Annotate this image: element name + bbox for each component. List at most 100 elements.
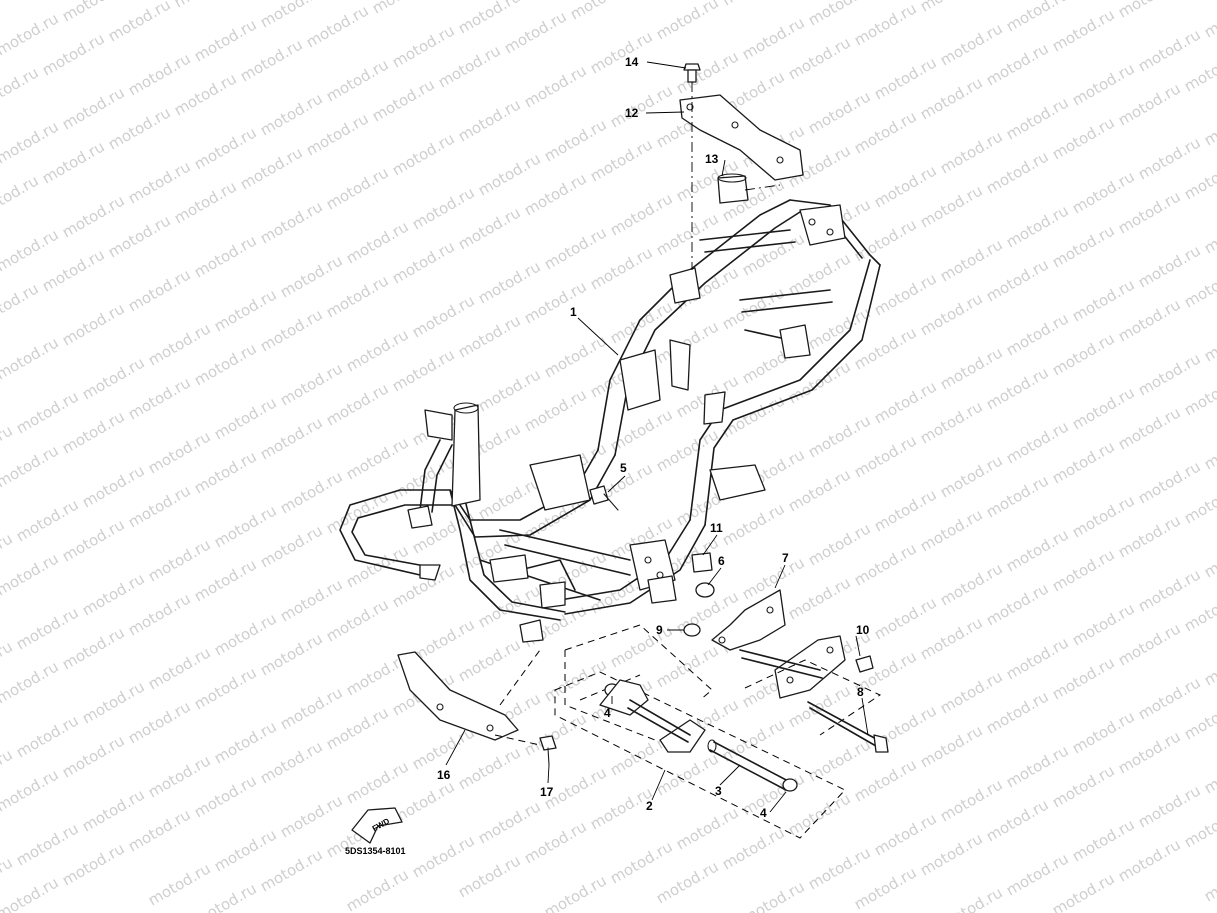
watermark-text: motod.ru	[871, 269, 940, 319]
watermark-text: motod.ru	[79, 353, 148, 403]
watermark-text: motod.ru	[343, 541, 412, 591]
watermark-text: motod.ru	[1003, 633, 1072, 683]
watermark-text: motod.ru	[475, 149, 544, 199]
watermark-text: motod.ru	[917, 181, 986, 231]
watermark-text: motod.ru	[257, 737, 326, 787]
watermark-text: motod.ru	[1201, 855, 1217, 905]
watermark-text: motod.ru	[1201, 207, 1217, 257]
watermark-text: motod.ru	[785, 465, 854, 515]
watermark-text: motod.ru	[1135, 133, 1204, 183]
watermark-text: motod.ru	[541, 871, 610, 913]
watermark-text: motod.ru	[475, 257, 544, 307]
watermark-text: motod.ru	[145, 535, 214, 585]
watermark-text: motod.ru	[1181, 261, 1217, 311]
watermark-text: motod.ru	[1049, 869, 1118, 913]
watermark-text: motod.ru	[59, 83, 128, 133]
watermark-text: motod.ru	[171, 0, 240, 11]
watermark-text: motod.ru	[541, 223, 610, 273]
watermark-text: motod.ru	[79, 677, 148, 727]
watermark-text: motod.ru	[211, 717, 280, 767]
watermark-text: motod.ru	[587, 27, 656, 77]
watermark-text: motod.ru	[653, 641, 722, 691]
watermark-text: motod.ru	[1201, 423, 1217, 473]
watermark-text: motod.ru	[191, 771, 260, 821]
watermark-text: motod.ru	[1049, 761, 1118, 811]
callout-4-top: 4	[604, 706, 611, 720]
watermark-text: motod.ru	[343, 757, 412, 807]
watermark-text: motod.ru	[1115, 295, 1184, 345]
watermark-text: motod.ru	[541, 331, 610, 381]
watermark-text: motod.ru	[501, 7, 570, 57]
watermark-text: motod.ru	[171, 177, 240, 227]
main-frame	[339, 199, 881, 643]
watermark-text: motod.ru	[521, 169, 590, 219]
watermark-text: motod.ru	[805, 843, 874, 893]
watermark-text: motod.ru	[125, 157, 194, 207]
watermark-text: motod.ru	[125, 265, 194, 315]
watermark-text: motod.ru	[455, 635, 524, 685]
callout-9: 9	[656, 623, 663, 637]
watermark-text: motod.ru	[369, 0, 438, 17]
watermark-text: motod.ru	[1135, 241, 1204, 291]
callout-12: 12	[625, 106, 639, 120]
watermark-text: motod.ru	[59, 191, 128, 241]
watermark-text: motod.ru	[455, 743, 524, 793]
watermark-text: motod.ru	[277, 791, 346, 841]
watermark-text: motod.ru	[1003, 849, 1072, 899]
watermark-text: motod.ru	[435, 41, 504, 91]
watermark-text: motod.ru	[785, 789, 854, 839]
watermark-text: motod.ru	[1181, 693, 1217, 743]
watermark-text: motod.ru	[39, 245, 108, 295]
watermark-text: motod.ru	[607, 405, 676, 455]
watermark-text: motod.ru	[1181, 585, 1217, 635]
upper-bracket-assembly	[679, 63, 804, 270]
watermark-text: motod.ru	[521, 61, 590, 111]
watermark-text: motod.ru	[1181, 477, 1217, 527]
watermark-text: motod.ru	[719, 715, 788, 765]
watermark-text: motod.ru	[1135, 457, 1204, 507]
callout-7: 7	[782, 551, 789, 565]
watermark-text: motod.ru	[211, 825, 280, 875]
watermark-text: motod.ru	[673, 803, 742, 853]
callout-8: 8	[857, 685, 864, 699]
watermark-text: motod.ru	[105, 103, 174, 153]
watermark-text: motod.ru	[1135, 25, 1204, 75]
watermark-text: motod.ru	[1201, 531, 1217, 581]
watermark-text: motod.ru	[1201, 747, 1217, 797]
watermark-text: motod.ru	[1003, 417, 1072, 467]
watermark-text: motod.ru	[475, 365, 544, 415]
watermark-text: motod.ru	[257, 521, 326, 571]
watermark-text: motod.ru	[475, 797, 544, 847]
watermark-text: motod.ru	[277, 683, 346, 733]
watermark-text: motod.ru	[1181, 801, 1217, 851]
watermark-text: motod.ru	[145, 751, 214, 801]
watermark-text: motod.ru	[39, 137, 108, 187]
watermark-text: motod.ru	[1069, 167, 1138, 217]
watermark-text: motod.ru	[125, 805, 194, 855]
watermark-text: motod.ru	[917, 73, 986, 123]
watermark-text: motod.ru	[79, 461, 148, 511]
front-stay	[397, 649, 557, 766]
watermark-text: motod.ru	[0, 333, 62, 383]
watermark-text: motod.ru	[1181, 369, 1217, 419]
watermark-text: motod.ru	[13, 495, 82, 545]
watermark-text: motod.ru	[1201, 315, 1217, 365]
watermark-text: motod.ru	[1069, 815, 1138, 865]
engine-mount-hardware	[554, 485, 889, 839]
watermark-text: motod.ru	[851, 539, 920, 589]
watermark-text: motod.ru	[145, 859, 214, 909]
watermark-text: motod.ru	[475, 473, 544, 523]
watermark-text: motod.ru	[303, 1, 372, 51]
watermark-text: motod.ru	[257, 305, 326, 355]
watermark-text: motod.ru	[389, 129, 458, 179]
watermark-text: motod.ru	[191, 447, 260, 497]
watermark-text: motod.ru	[983, 687, 1052, 737]
watermark-text: motod.ru	[917, 289, 986, 339]
watermark-text: motod.ru	[917, 0, 986, 15]
watermark-text: motod.ru	[719, 823, 788, 873]
watermark-text: motod.ru	[59, 515, 128, 565]
callout-4-bottom: 4	[760, 806, 767, 820]
watermark-text: motod.ru	[917, 829, 986, 879]
watermark-text: motod.ru	[805, 735, 874, 785]
watermark-text: motod.ru	[917, 721, 986, 771]
